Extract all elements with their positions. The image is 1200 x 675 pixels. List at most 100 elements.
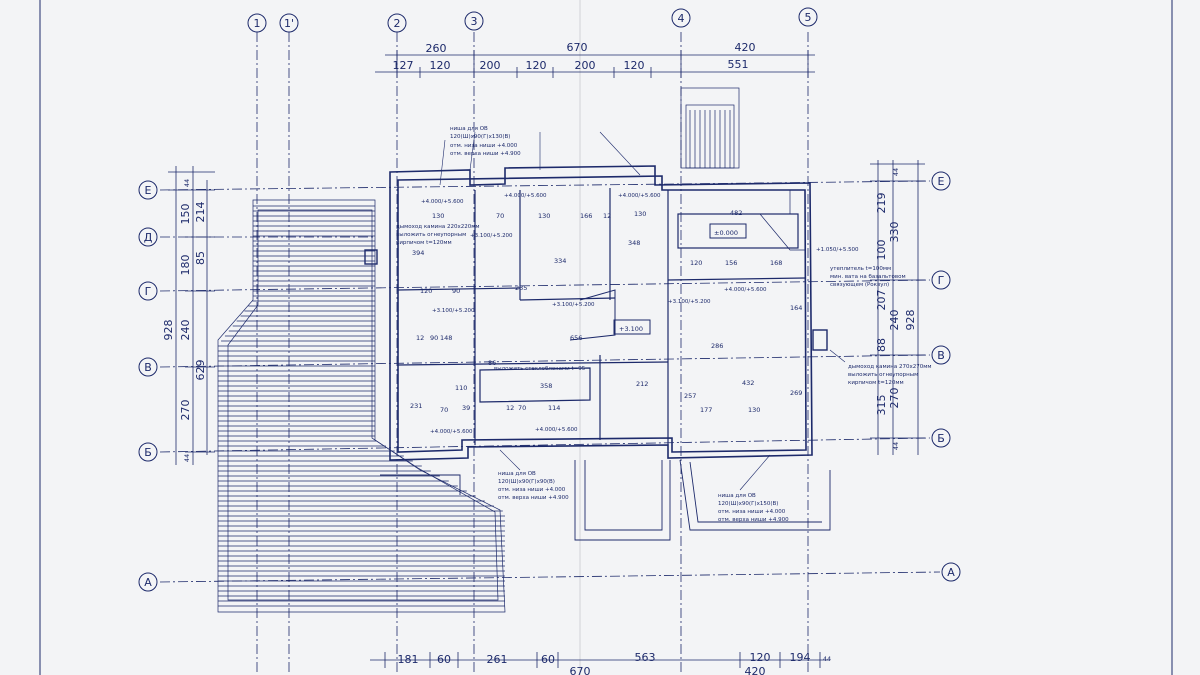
dim-top-420: 420 xyxy=(735,41,756,54)
note-niche-mid-size: 120(Ш)х90(Г)х90(В) xyxy=(498,479,555,485)
dim-top2-120a: 120 xyxy=(430,59,451,72)
level-room-i: +3.100/+5.200 xyxy=(668,299,711,305)
dim-left-214: 214 xyxy=(194,202,207,223)
note-niche-top-high: отм. верха ниши +4.900 xyxy=(450,151,521,157)
dim-left-240: 240 xyxy=(179,320,192,341)
dim-top2-120c: 120 xyxy=(624,59,645,72)
room-dimension-label: 120 xyxy=(420,287,432,295)
level-room-a: +4.000/+5.600 xyxy=(421,199,464,205)
building-walls xyxy=(364,165,828,461)
note-niche-right-size: 120(Ш)х90(Г)х150(В) xyxy=(718,501,778,507)
note-niche-right-high: отм. верха ниши +4.900 xyxy=(718,517,789,523)
room-dimension-label: 656 xyxy=(570,334,582,342)
dim-right-240: 240 xyxy=(888,310,901,331)
bottom-dimension-chain: 181 60 261 60 563 120 194 44 670 420 xyxy=(370,651,831,675)
level-room-d: +3.100/+5.200 xyxy=(432,308,475,314)
room-dimension-label: 86 xyxy=(488,359,496,367)
note-chimney-left-2: выложить огнеупорным xyxy=(396,232,466,238)
room-dimension-label: 114 xyxy=(548,404,560,412)
room-dimension-label: 156 xyxy=(725,259,737,267)
room-dimension-label: 177 xyxy=(700,406,712,414)
axis-left-v: В xyxy=(144,361,152,374)
room-dimension-label: 90 xyxy=(430,334,438,342)
axis-label-3: 3 xyxy=(471,15,478,28)
dim-right-44b: 44 xyxy=(892,442,900,450)
axis-left-b: Б xyxy=(144,446,152,459)
dim-right-207: 207 xyxy=(875,290,888,311)
dim-left-85: 85 xyxy=(194,251,207,265)
note-chimney-right-3: кирпичом t=120мм xyxy=(848,380,904,386)
level-room-e: +3.100/+5.200 xyxy=(552,302,595,308)
axis-right-v: В xyxy=(937,349,945,362)
dim-right-928: 928 xyxy=(904,310,917,331)
left-dimension-chains: 928 44 150 180 240 270 44 214 85 629 xyxy=(162,166,215,465)
room-dimension-label: 212 xyxy=(636,380,648,388)
room-dimension-label: 70 xyxy=(440,406,448,414)
dim-right-44a: 44 xyxy=(892,168,900,176)
room-dimension-label: 70 xyxy=(518,404,526,412)
room-dimension-label: 148 xyxy=(440,334,452,342)
room-dimension-label: 70 xyxy=(496,212,504,220)
axis-left-a: А xyxy=(144,576,152,589)
room-dimension-label: 12 xyxy=(416,334,424,342)
dim-top2-127: 127 xyxy=(393,59,414,72)
note-niche-right-title: ниша для ОВ xyxy=(718,493,756,499)
note-chimney-right-1: дымоход камина 270х270мм xyxy=(848,364,932,370)
dim-right-88: 88 xyxy=(875,338,888,352)
level-room-f: +4.000/+5.600 xyxy=(618,193,661,199)
axis-label-4: 4 xyxy=(678,12,685,25)
annotation-notes: ниша для ОВ 120(Ш)х90(Г)х130(В) отм. низ… xyxy=(396,126,932,523)
room-dimension-label: 257 xyxy=(684,392,696,400)
note-insul-2: мин. вата на базальтовом xyxy=(830,274,906,280)
room-dimension-label: 12 xyxy=(506,404,514,412)
level-room-b: +3.100/+5.200 xyxy=(470,233,513,239)
room-dimension-label: 348 xyxy=(628,239,640,247)
axis-left-d: Д xyxy=(144,231,153,244)
dim-bot-120: 120 xyxy=(750,651,771,664)
level-room-k: +4.000/+5.600 xyxy=(535,427,578,433)
room-dimension-label: 235 xyxy=(515,284,527,292)
room-dimension-label: 164 xyxy=(790,304,802,312)
level-room-g: +4.000/+5.600 xyxy=(724,287,767,293)
axis-label-1prime: 1' xyxy=(284,17,294,30)
note-niche-mid-high: отм. верха ниши +4.900 xyxy=(498,495,569,501)
level-tags: +4.000/+5.600 +4.000/+5.600 +4.000/+5.60… xyxy=(421,193,859,435)
dim-top2-551: 551 xyxy=(728,58,749,71)
vertical-axes: 1 1' 2 3 4 5 xyxy=(247,7,818,675)
porch-outline xyxy=(380,459,831,541)
dim-bot-670: 670 xyxy=(570,665,591,675)
level-main: +3.100 xyxy=(619,325,643,333)
room-dimension-label: 358 xyxy=(540,382,552,390)
room-dimension-label: 394 xyxy=(412,249,424,257)
axis-right-a: А xyxy=(947,566,955,579)
note-insul-1: утеплитель t=100мм xyxy=(830,266,891,272)
dim-bot-44: 44 xyxy=(823,655,831,663)
room-dimension-label: 286 xyxy=(711,342,723,350)
room-dimension-label: 231 xyxy=(410,402,422,410)
dim-right-330: 330 xyxy=(888,222,901,243)
axis-left-e: Е xyxy=(145,184,152,197)
room-dimension-label: 166 xyxy=(580,212,592,220)
dim-left-44a: 44 xyxy=(183,179,191,187)
dim-left-270: 270 xyxy=(179,400,192,421)
dim-bot-194: 194 xyxy=(790,651,811,664)
note-niche-top-size: 120(Ш)х90(Г)х130(В) xyxy=(450,134,510,140)
dim-right-315: 315 xyxy=(875,395,888,416)
dim-left-629: 629 xyxy=(194,360,207,381)
dim-bot-60a: 60 xyxy=(437,653,451,666)
dim-left-150: 150 xyxy=(179,204,192,225)
right-dimension-chains: 44 219 330 100 240 270 315 44 207 88 928 xyxy=(870,160,925,455)
dim-top-670: 670 xyxy=(567,41,588,54)
dim-top2-200b: 200 xyxy=(575,59,596,72)
room-dimension-label: 130 xyxy=(634,210,646,218)
room-dimension-label: 334 xyxy=(554,257,566,265)
horizontal-axes: Е Д Г В Б А Е Г В Б А xyxy=(138,171,961,592)
axis-right-e: Е xyxy=(938,175,945,188)
note-niche-mid-low: отм. низа ниши +4.000 xyxy=(498,487,566,493)
room-dimension-label: 120 xyxy=(690,259,702,267)
room-dimension-label: 90 xyxy=(452,287,460,295)
